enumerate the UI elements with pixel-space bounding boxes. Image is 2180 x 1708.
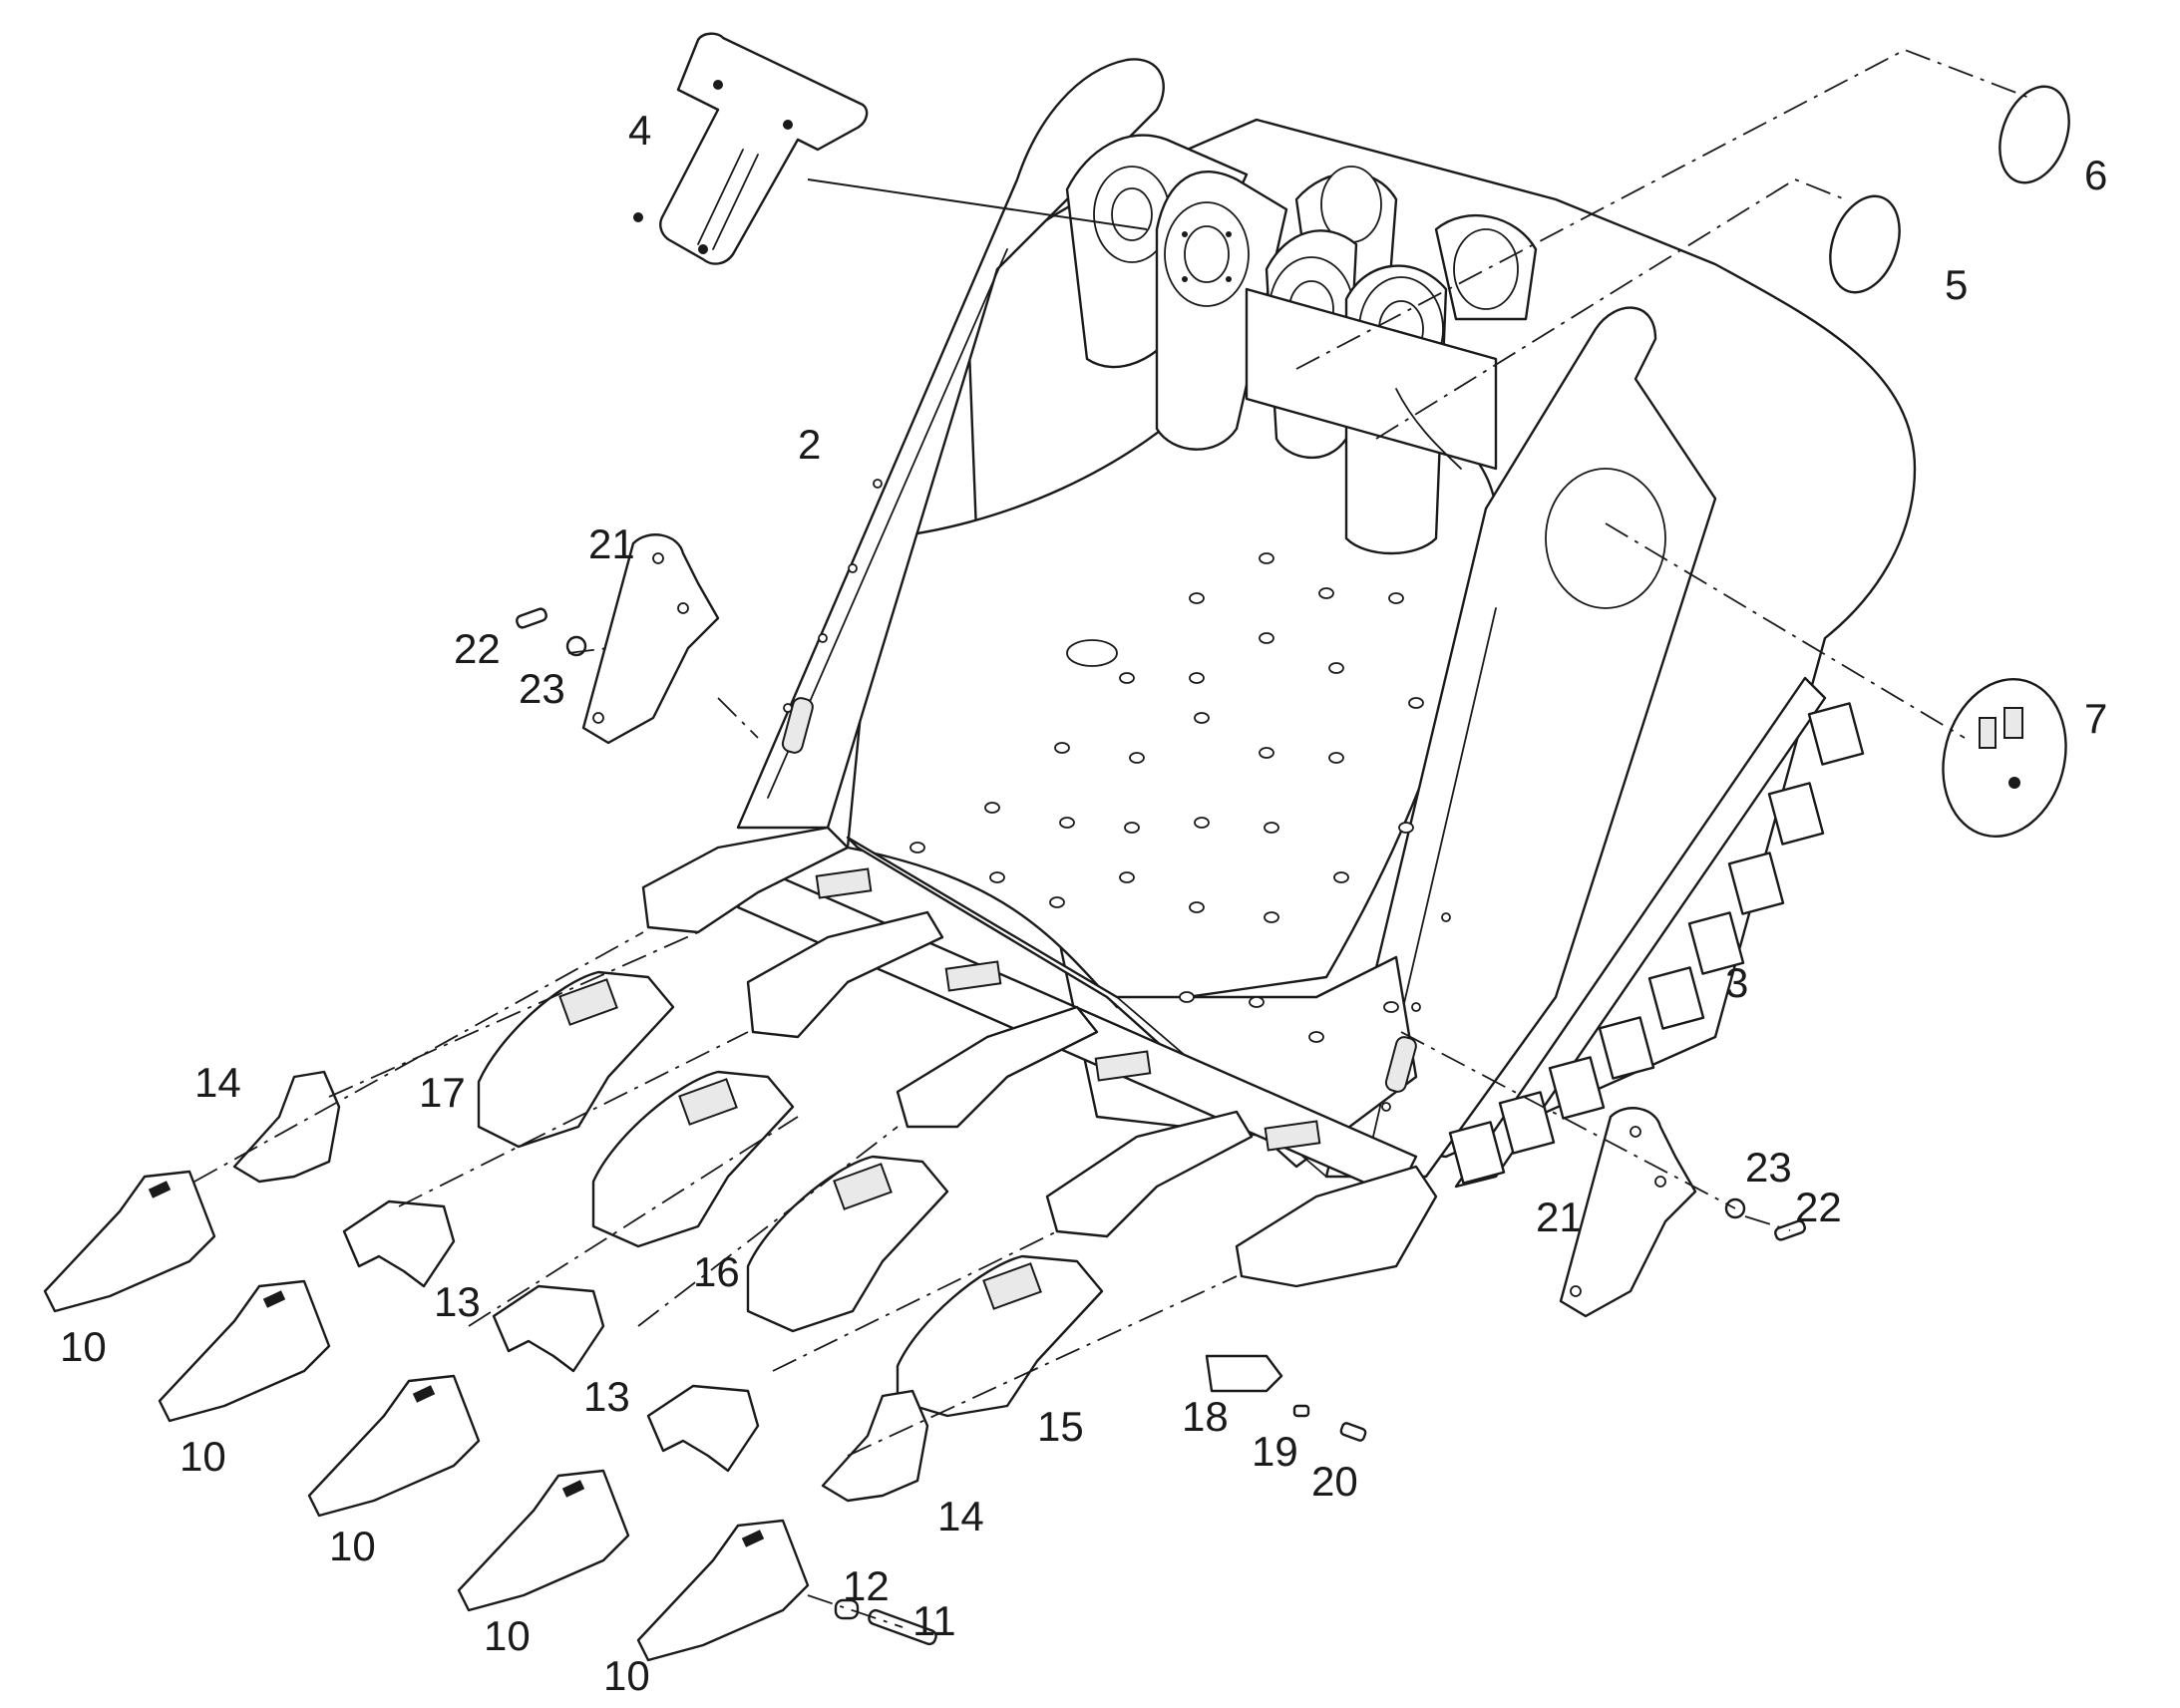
- side-cutter-part-21-left: [581, 533, 720, 745]
- lip-shroud-part-16b: [746, 1155, 949, 1333]
- callout-14-b: 14: [937, 1493, 984, 1539]
- callout-10-d: 10: [484, 1612, 531, 1659]
- bolt-part-20: [1339, 1422, 1367, 1442]
- retainer-part-12: [834, 1598, 860, 1620]
- callout-12: 12: [843, 1562, 890, 1609]
- callout-10-a: 10: [60, 1323, 107, 1370]
- callout-20: 20: [1311, 1458, 1358, 1505]
- callout-7: 7: [2084, 695, 2107, 742]
- callout-10-c: 10: [329, 1523, 376, 1569]
- tooth-part-10-b: [158, 1279, 331, 1423]
- callout-23-b: 23: [1745, 1144, 1792, 1191]
- cover-disc-part-6: [1998, 85, 2070, 184]
- corner-adapter-part-14-a: [232, 1070, 341, 1184]
- side-wear-segments-part-3: [1448, 676, 1865, 1189]
- tooth-part-10-c: [307, 1374, 481, 1518]
- callout-13-a: 13: [434, 1278, 481, 1325]
- pin-part-22-left: [516, 607, 547, 629]
- side-cutter-part-21-right: [1559, 1107, 1697, 1318]
- wing-shroud-part-13-a: [342, 1199, 456, 1288]
- leader-lines: [193, 49, 2035, 1628]
- wear-button-part-18: [1205, 1354, 1283, 1393]
- callout-4: 4: [628, 107, 651, 154]
- lifting-plate-part-4: [633, 32, 869, 265]
- callout-22-a: 22: [454, 625, 501, 672]
- corner-adapter-part-14-b: [821, 1389, 929, 1503]
- callout-19: 19: [1252, 1428, 1298, 1475]
- lip-adapters: [641, 826, 1438, 1288]
- wing-shroud-part-13-b: [492, 1284, 605, 1373]
- cover-disc-part-5: [1829, 194, 1901, 294]
- callout-5: 5: [1945, 261, 1968, 308]
- callout-10-b: 10: [180, 1433, 226, 1480]
- callout-2: 2: [798, 421, 821, 468]
- callout-3: 3: [1725, 959, 1748, 1006]
- wing-shroud-part-13-c: [646, 1384, 760, 1473]
- lip-shroud-part-15: [896, 1254, 1104, 1418]
- logo-disc-part-7: [1942, 677, 2067, 839]
- callout-10-e: 10: [603, 1652, 650, 1699]
- callout-13-b: 13: [583, 1373, 630, 1420]
- lip-shroud-part-17: [477, 970, 675, 1149]
- callout-23-a: 23: [519, 665, 565, 712]
- callout-18: 18: [1182, 1393, 1229, 1440]
- callout-16: 16: [693, 1248, 740, 1295]
- tooth-part-10-d: [457, 1469, 630, 1612]
- callout-15: 15: [1037, 1403, 1084, 1450]
- bolt-part-19: [1292, 1404, 1310, 1418]
- callout-14-a: 14: [194, 1059, 241, 1106]
- callout-labels: 2 3 4 5 6 7 10 10 10 10 10 11 12 13 13 1…: [60, 107, 2107, 1699]
- callout-21-b: 21: [1536, 1194, 1583, 1240]
- retainer-part-23-left: [565, 635, 587, 657]
- hinge-lugs: [1065, 134, 1538, 555]
- callout-11: 11: [912, 1597, 956, 1644]
- callout-6: 6: [2084, 152, 2107, 198]
- lip-shroud-part-16: [591, 1070, 795, 1248]
- callout-21-a: 21: [588, 520, 635, 567]
- tooth-part-10-e: [636, 1519, 810, 1662]
- callout-22-b: 22: [1795, 1184, 1842, 1230]
- tooth-part-10-a: [43, 1170, 216, 1313]
- callout-17: 17: [419, 1069, 466, 1116]
- floor-holes: [909, 552, 1424, 1043]
